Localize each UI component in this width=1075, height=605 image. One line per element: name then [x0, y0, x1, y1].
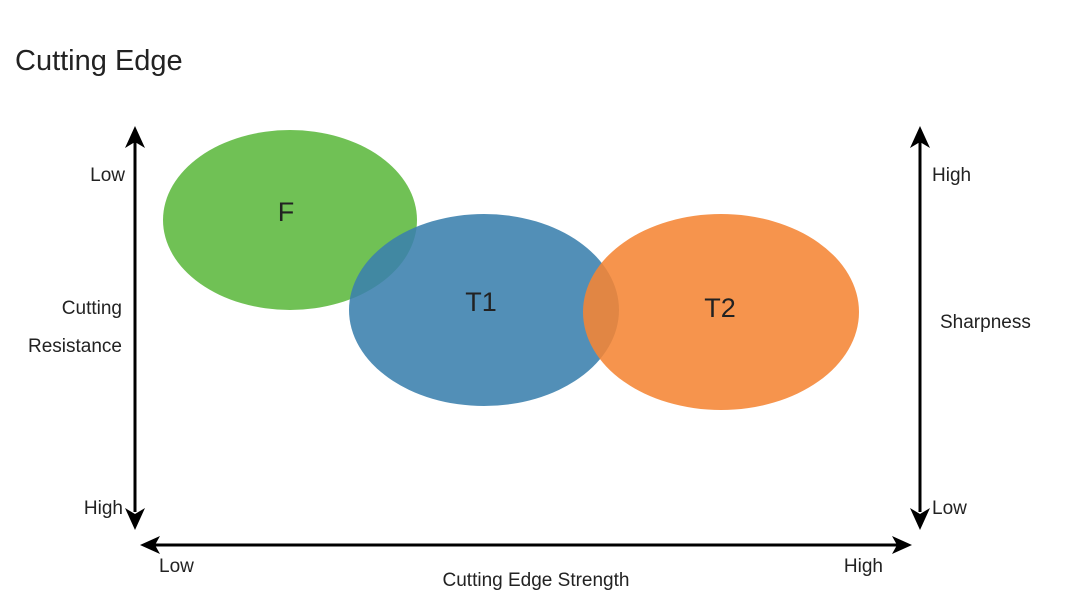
region-t2-label: T2: [704, 293, 736, 323]
left-axis-up-arrow-icon: [125, 126, 145, 148]
region-t2-ellipse: [583, 214, 859, 410]
right-axis-name: Sharpness: [940, 312, 1031, 333]
bottom-axis-right-label: High: [844, 556, 883, 577]
region-f-label: F: [278, 197, 295, 227]
region-f-ellipse: [163, 130, 417, 310]
left-axis-down-arrow-icon: [125, 508, 145, 530]
right-axis: High Low Sharpness: [910, 126, 1031, 530]
diagram-title: Cutting Edge: [15, 45, 183, 77]
right-axis-down-arrow-icon: [910, 508, 930, 530]
regions: F T1 T2: [163, 130, 859, 410]
left-axis: Low High Cutting Resistance: [28, 126, 145, 530]
right-axis-top-label: High: [932, 165, 971, 186]
region-t1-label: T1: [465, 287, 497, 317]
right-axis-up-arrow-icon: [910, 126, 930, 148]
bottom-axis: Low High Cutting Edge Strength: [140, 536, 912, 591]
left-axis-name-line1: Cutting: [62, 298, 122, 319]
bottom-axis-right-arrow-icon: [892, 536, 912, 554]
bottom-axis-left-label: Low: [159, 556, 194, 577]
left-axis-name-line2: Resistance: [28, 336, 122, 357]
bottom-axis-name: Cutting Edge Strength: [443, 570, 630, 591]
right-axis-bottom-label: Low: [932, 498, 967, 519]
left-axis-top-label: Low: [90, 165, 125, 186]
region-t1-ellipse: [349, 214, 619, 406]
bottom-axis-left-arrow-icon: [140, 536, 160, 554]
left-axis-bottom-label: High: [84, 498, 123, 519]
